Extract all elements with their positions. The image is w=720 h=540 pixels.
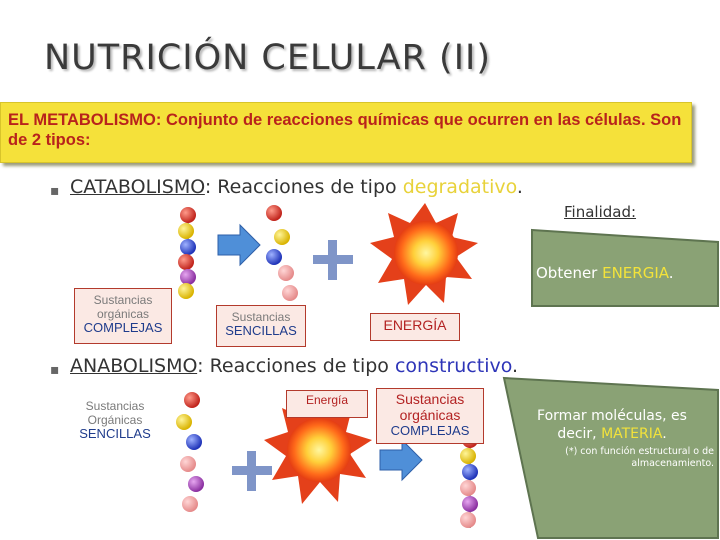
anabolismo-type: constructivo [394, 355, 513, 377]
anabolismo-heading: ANABOLISMO: Reacciones de tipo construct… [70, 355, 518, 377]
anabolismo-term: ANABOLISMO [70, 355, 198, 377]
obtener-energia-text: Obtener ENERGIA. [536, 264, 674, 282]
label-energy-small: Energía [286, 390, 368, 418]
finalidad-label: Finalidad: [564, 203, 637, 221]
formar-line2: decir, MATERIA. [512, 425, 712, 443]
catabolismo-rest: : Reacciones de tipo [204, 176, 403, 198]
label-line: Energía [305, 393, 349, 407]
bullet-icon: ▪ [50, 183, 60, 199]
arrow-right-icon [379, 438, 423, 482]
obtener-suffix: . [668, 264, 674, 282]
plus-icon [313, 240, 353, 280]
label-line: Orgánicas [87, 413, 143, 427]
molecule-chain-complex [460, 432, 478, 528]
molecules-simple [266, 205, 298, 301]
definition-banner: EL METABOLISMO: Conjunto de reacciones q… [0, 102, 692, 163]
catabolismo-type: degradativo [402, 176, 517, 198]
formar-prefix: decir, [557, 426, 602, 442]
label-line: Sustancias [395, 391, 465, 407]
label-simple-substances: Sustancias SENCILLAS [216, 305, 306, 347]
formar-line1: Formar moléculas, es [537, 408, 687, 424]
plus-icon [232, 451, 272, 491]
molecule-chain-complex [178, 207, 196, 299]
label-energy: ENERGÍA [370, 313, 460, 341]
formar-highlight: MATERIA [601, 426, 663, 442]
label-complex-substances: Sustancias orgánicas COMPLEJAS [74, 288, 172, 344]
label-line: ENERGÍA [383, 317, 447, 333]
formar-suffix: . [662, 426, 667, 442]
label-line: SENCILLAS [225, 323, 297, 338]
bullet-icon: ▪ [50, 362, 60, 378]
catabolismo-term: CATABOLISMO [70, 176, 205, 198]
label-line: Sustancias [231, 310, 291, 324]
label-line: COMPLEJAS [83, 320, 163, 335]
catabolismo-heading: CATABOLISMO: Reacciones de tipo degradat… [70, 176, 523, 198]
label-line: COMPLEJAS [390, 423, 470, 438]
label-line: SENCILLAS [79, 426, 151, 441]
catabolism-illustration [178, 203, 478, 305]
energy-burst-icon [264, 396, 372, 504]
label-complex-organic-substances: Sustancias orgánicas COMPLEJAS [376, 388, 484, 444]
label-line: Sustancias [85, 399, 145, 413]
molecules-simple [176, 392, 204, 512]
energy-burst-icon [370, 203, 478, 305]
label-simple-organic-substances: Sustancias Orgánicas SENCILLAS [72, 394, 158, 450]
label-line: orgánicas [96, 307, 150, 321]
obtener-prefix: Obtener [536, 264, 603, 282]
label-line: orgánicas [399, 407, 461, 423]
label-line: Sustancias [93, 293, 153, 307]
goal-box-energy [531, 228, 719, 307]
formar-text: Formar moléculas, es decir, MATERIA. [512, 407, 712, 443]
formar-note: (*) con función estructural o de almacen… [565, 446, 714, 469]
arrow-right-icon [217, 223, 261, 267]
obtener-highlight: ENERGIA [602, 264, 669, 282]
banner-text: EL METABOLISMO: Conjunto de reacciones q… [8, 111, 682, 149]
goal-box-matter [502, 376, 719, 539]
anabolismo-rest: : Reacciones de tipo [197, 355, 395, 377]
catabolismo-period: . [516, 176, 523, 198]
page-title: NUTRICIÓN CELULAR (II) [44, 38, 492, 78]
anabolismo-period: . [512, 355, 519, 377]
anabolism-illustration [176, 392, 478, 528]
